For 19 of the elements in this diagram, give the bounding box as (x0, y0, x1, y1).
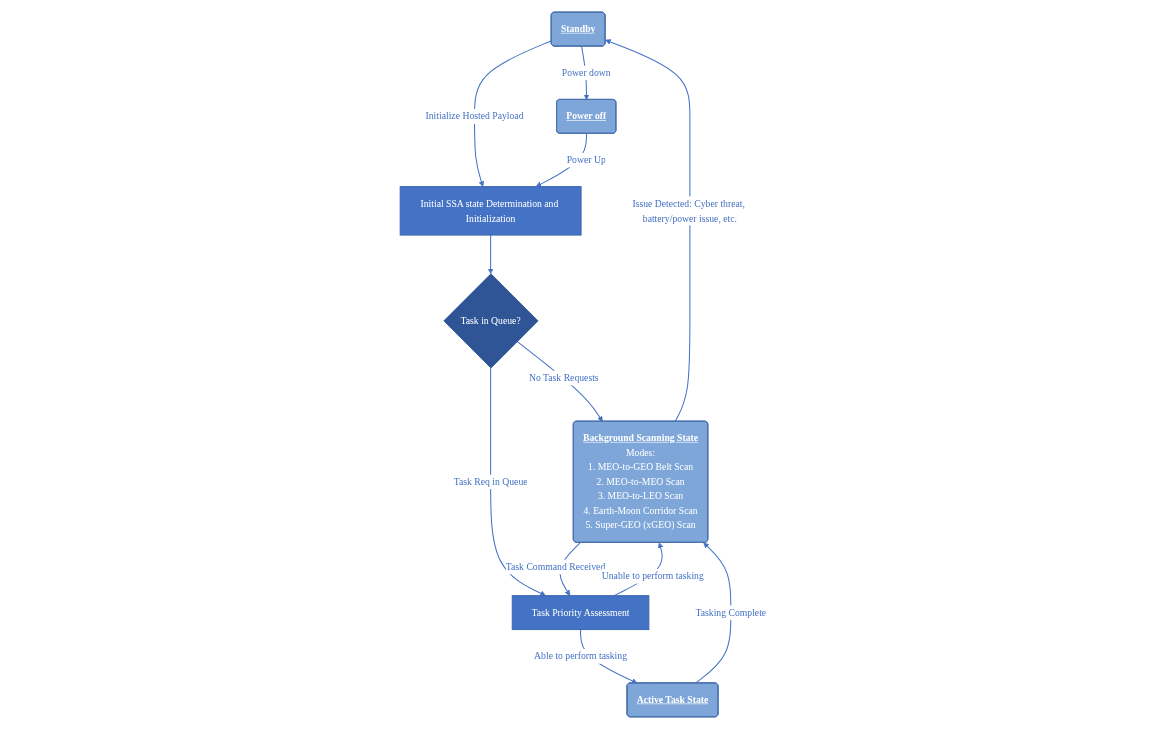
edge-label: Power down (561, 67, 611, 78)
arrow (473, 40, 552, 187)
arrow (487, 234, 494, 275)
edge-label: No Task Requests (528, 372, 599, 383)
edge-label: Able to perform tasking (533, 650, 627, 662)
edge-label: Initialize Hosted Payload (425, 111, 524, 122)
edge-label: Power Up (566, 154, 606, 165)
edge-label: Tasking Complete (695, 607, 766, 618)
arrow (604, 39, 691, 423)
edge-label: Task Command Received (505, 561, 606, 572)
arrow (516, 340, 603, 422)
node-diamond: Task in Queue? (443, 273, 539, 369)
arrow (489, 367, 546, 596)
arrow (694, 542, 732, 684)
node-box: Initial SSA state Determination and Initialization (399, 186, 582, 236)
edge-label: Task Req in Queue (453, 476, 528, 487)
node-box: Task Priority Assessment (511, 595, 650, 631)
edge-label: Unable to perform tasking (601, 570, 704, 582)
edge-label: Issue Detected: Cyber threat, battery/power issue, etc. (632, 198, 745, 224)
